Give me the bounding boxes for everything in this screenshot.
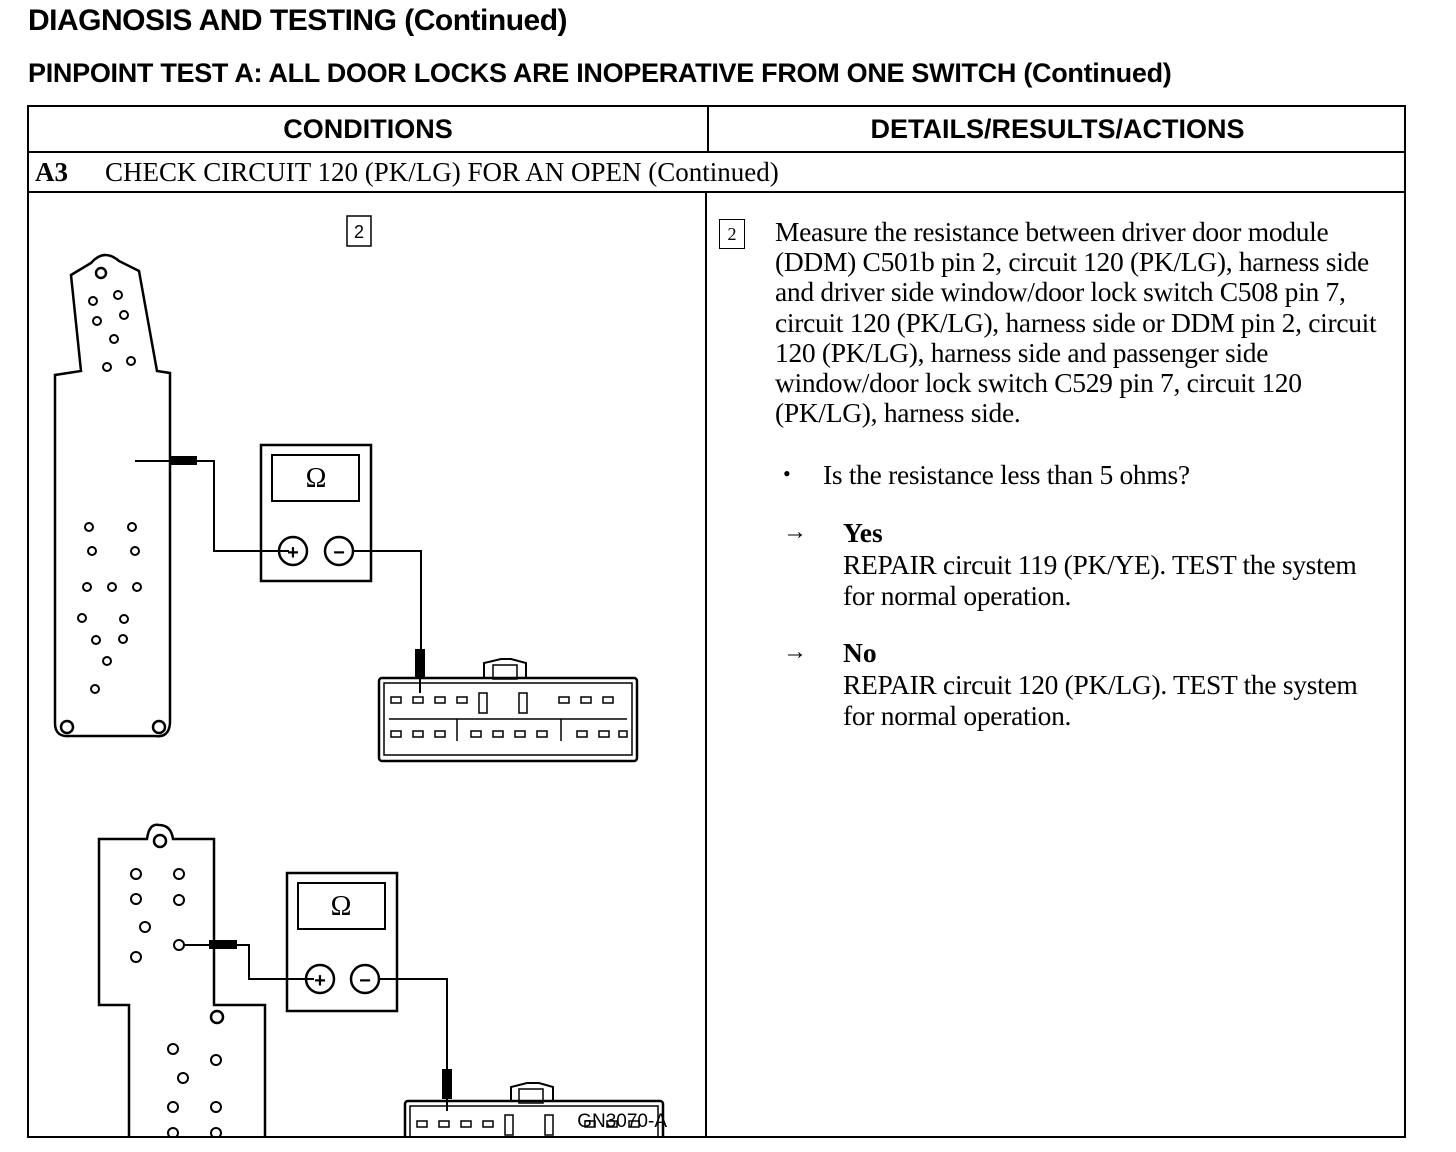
ohmmeter-upper: Ω + −	[259, 443, 373, 583]
column-divider	[705, 191, 707, 1136]
wiring-diagram: 2	[29, 193, 705, 1152]
driver-switch-connector	[53, 253, 172, 738]
step-divider	[29, 191, 1404, 193]
yes-label: Yes	[843, 517, 883, 548]
pinpoint-test-title: PINPOINT TEST A: ALL DOOR LOCKS ARE INOP…	[28, 58, 1172, 88]
no-action: REPAIR circuit 120 (PK/LG). TEST the sys…	[843, 669, 1358, 731]
bullet-icon: •	[783, 461, 791, 486]
arrow-right-icon: →	[783, 519, 807, 545]
plus-terminal: +	[314, 970, 326, 992]
conditions-header: CONDITIONS	[283, 114, 453, 144]
details-step-number: 2	[719, 219, 745, 249]
question-text: Is the resistance less than 5 ohms?	[823, 459, 1190, 490]
step-id: A3	[35, 157, 68, 187]
diagram-step-number: 2	[354, 222, 364, 242]
step-title: CHECK CIRCUIT 120 (PK/LG) FOR AN OPEN (C…	[105, 157, 779, 187]
no-label: No	[843, 637, 877, 668]
ohmmeter-lower: Ω + −	[285, 871, 399, 1013]
figure-id: GN3070-A	[577, 1111, 667, 1132]
header-divider	[29, 151, 1404, 153]
column-divider	[707, 107, 709, 151]
ohm-symbol: Ω	[306, 463, 327, 494]
details-header: DETAILS/RESULTS/ACTIONS	[870, 114, 1245, 144]
ddm-connector-upper	[377, 658, 639, 763]
arrow-right-icon: →	[783, 639, 807, 665]
page-title: DIAGNOSIS AND TESTING (Continued)	[28, 4, 568, 37]
probe-minus-upper	[353, 550, 425, 693]
ohm-symbol: Ω	[331, 891, 352, 922]
instruction-text: Measure the resistance between driver do…	[775, 216, 1377, 429]
diagram-svg: 2	[53, 215, 667, 1152]
pinpoint-test-table: CONDITIONS DETAILS/RESULTS/ACTIONS A3 CH…	[27, 105, 1406, 1152]
probe-plus-lower	[184, 940, 314, 980]
minus-terminal: −	[333, 542, 345, 564]
step-row: A3 CHECK CIRCUIT 120 (PK/LG) FOR AN OPEN…	[29, 153, 1404, 191]
plus-terminal: +	[287, 542, 299, 564]
diagram-step-box	[346, 215, 372, 247]
details-panel: 2 Measure the resistance between driver …	[709, 193, 1404, 1136]
probe-minus-lower	[379, 978, 452, 1111]
probe-plus-upper	[135, 456, 289, 552]
passenger-switch-connector	[97, 823, 267, 1152]
yes-action: REPAIR circuit 119 (PK/YE). TEST the sys…	[843, 549, 1357, 611]
minus-terminal: −	[359, 970, 371, 992]
